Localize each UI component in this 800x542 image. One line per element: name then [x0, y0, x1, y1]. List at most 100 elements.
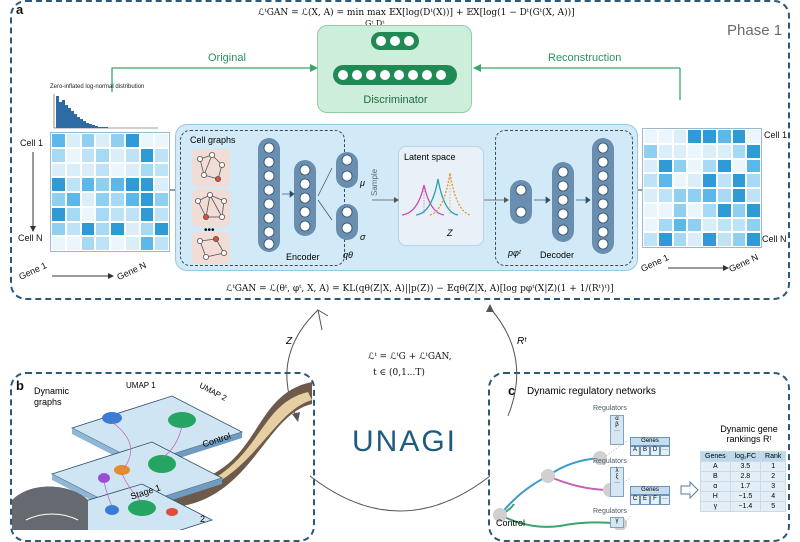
gene-cell: A — [630, 446, 640, 456]
heatmap-cell — [702, 217, 717, 233]
discriminator-bottom-layer — [333, 65, 457, 85]
ranking-cell: 2 — [760, 471, 787, 482]
heatmap-cell — [154, 177, 169, 192]
panel-b-stage2-label: 2 — [200, 514, 206, 524]
heatmap-cell — [687, 143, 702, 159]
heatmap-cell — [672, 202, 688, 218]
heatmap-cell — [716, 143, 732, 159]
heatmap-cell — [687, 158, 702, 174]
ranking-header-cell: Rank — [760, 451, 787, 462]
latent-z-label: Z — [447, 228, 453, 238]
gene-cell: C — [630, 495, 640, 505]
heatmap-cell — [702, 232, 717, 247]
heatmap-cell — [80, 133, 96, 148]
heatmap-cell — [95, 221, 110, 237]
heatmap-cell — [154, 133, 169, 148]
heatmap-cell — [687, 232, 702, 247]
heatmap-cell — [65, 133, 81, 148]
heatmap-cell — [731, 173, 747, 188]
heatmap-cell — [154, 147, 169, 163]
heatmap-cell — [124, 133, 140, 148]
heatmap-cell — [643, 143, 658, 159]
panel-b-letter: b — [16, 378, 24, 393]
expression-heatmap-reconstruction — [642, 128, 762, 248]
heatmap-cell — [672, 217, 688, 233]
r-arrow-label: Rᵗ — [517, 336, 527, 347]
reg-item: β — [615, 422, 619, 428]
heatmap-cell — [702, 188, 717, 203]
heatmap-cell — [746, 232, 761, 247]
heatmap-cell — [643, 232, 658, 247]
regulators-label-3: Regulators — [593, 508, 627, 515]
heatmap-cell — [643, 188, 658, 203]
heatmap-cell — [702, 173, 717, 188]
heatmap-cell — [746, 202, 761, 218]
heatmap-cell — [95, 147, 110, 163]
heatmap-cell — [746, 173, 761, 188]
genes-row-1: A B D ··· — [630, 446, 670, 456]
total-loss-formula: ℒᵗ = ℒᵗG + ℒᵗGAN, — [368, 352, 452, 362]
heatmap-cell — [687, 129, 702, 144]
dynamic-graphs-illustration — [12, 382, 312, 530]
heatmap-cell — [95, 177, 110, 192]
umap-1-label: UMAP 1 — [126, 381, 156, 390]
heatmap-cell — [657, 188, 673, 203]
panel-b-title-line1: Dynamic — [34, 386, 70, 396]
panel-a-letter: a — [16, 2, 24, 17]
heatmap-cell — [657, 173, 673, 188]
unagi-title: UNAGI — [352, 425, 458, 458]
heatmap-cell — [657, 217, 673, 233]
regulators-box-3: γ — [610, 517, 624, 528]
heatmap-cell — [51, 133, 66, 148]
heatmap-cell — [746, 188, 761, 203]
heatmap-cell — [139, 162, 155, 178]
discriminator-top-layer — [371, 32, 419, 50]
cell-1-left-label: Cell 1 — [20, 138, 44, 148]
ranking-cell: 1.7 — [729, 481, 762, 492]
heatmap-cell — [716, 158, 732, 174]
ranking-cell: −1.4 — [729, 501, 762, 512]
heatmap-cell — [687, 217, 702, 233]
ranking-cell: −1.5 — [729, 491, 762, 502]
reg-item: γ — [615, 518, 619, 524]
heatmap-cell — [80, 221, 96, 237]
heatmap-cell — [51, 147, 66, 163]
decoder-layer-3 — [592, 138, 614, 254]
regulators-label-2: Regulators — [593, 458, 627, 465]
heatmap-cell — [657, 143, 673, 159]
heatmap-cell — [657, 158, 673, 174]
reg-item: α — [615, 416, 619, 422]
heatmap-cell — [687, 173, 702, 188]
heatmap-cell — [657, 232, 673, 247]
gene-cell: B — [640, 446, 650, 456]
t-range: t ∈ (0,1...T) — [373, 368, 425, 378]
reg-item: ··· — [614, 480, 620, 486]
reg-item: λ — [615, 468, 619, 474]
heatmap-cell — [51, 162, 66, 178]
heatmap-cell — [139, 177, 155, 192]
heatmap-cell — [95, 236, 110, 251]
heatmap-cell — [702, 143, 717, 159]
heatmap-cell — [51, 206, 66, 222]
genes-header-2: Genes — [630, 486, 670, 495]
decoder-label: Decoder — [540, 250, 575, 260]
latent-distributions — [401, 172, 471, 216]
heatmap-cell — [80, 177, 96, 192]
heatmap-cell — [643, 202, 658, 218]
heatmap-cell — [643, 158, 658, 174]
heatmap-cell — [124, 162, 140, 178]
regulators-box-1: α β ··· — [610, 415, 624, 445]
heatmap-cell — [124, 236, 140, 251]
heatmap-cell — [746, 143, 761, 159]
heatmap-cell — [124, 147, 140, 163]
heatmap-cell — [731, 202, 747, 218]
heatmap-cell — [65, 147, 81, 163]
heatmap-cell — [702, 202, 717, 218]
heatmap-cell — [657, 129, 673, 144]
rankings-title-line1: Dynamic gene — [720, 424, 778, 434]
heatmap-cell — [716, 202, 732, 218]
panel-c-letter: c — [508, 383, 516, 398]
